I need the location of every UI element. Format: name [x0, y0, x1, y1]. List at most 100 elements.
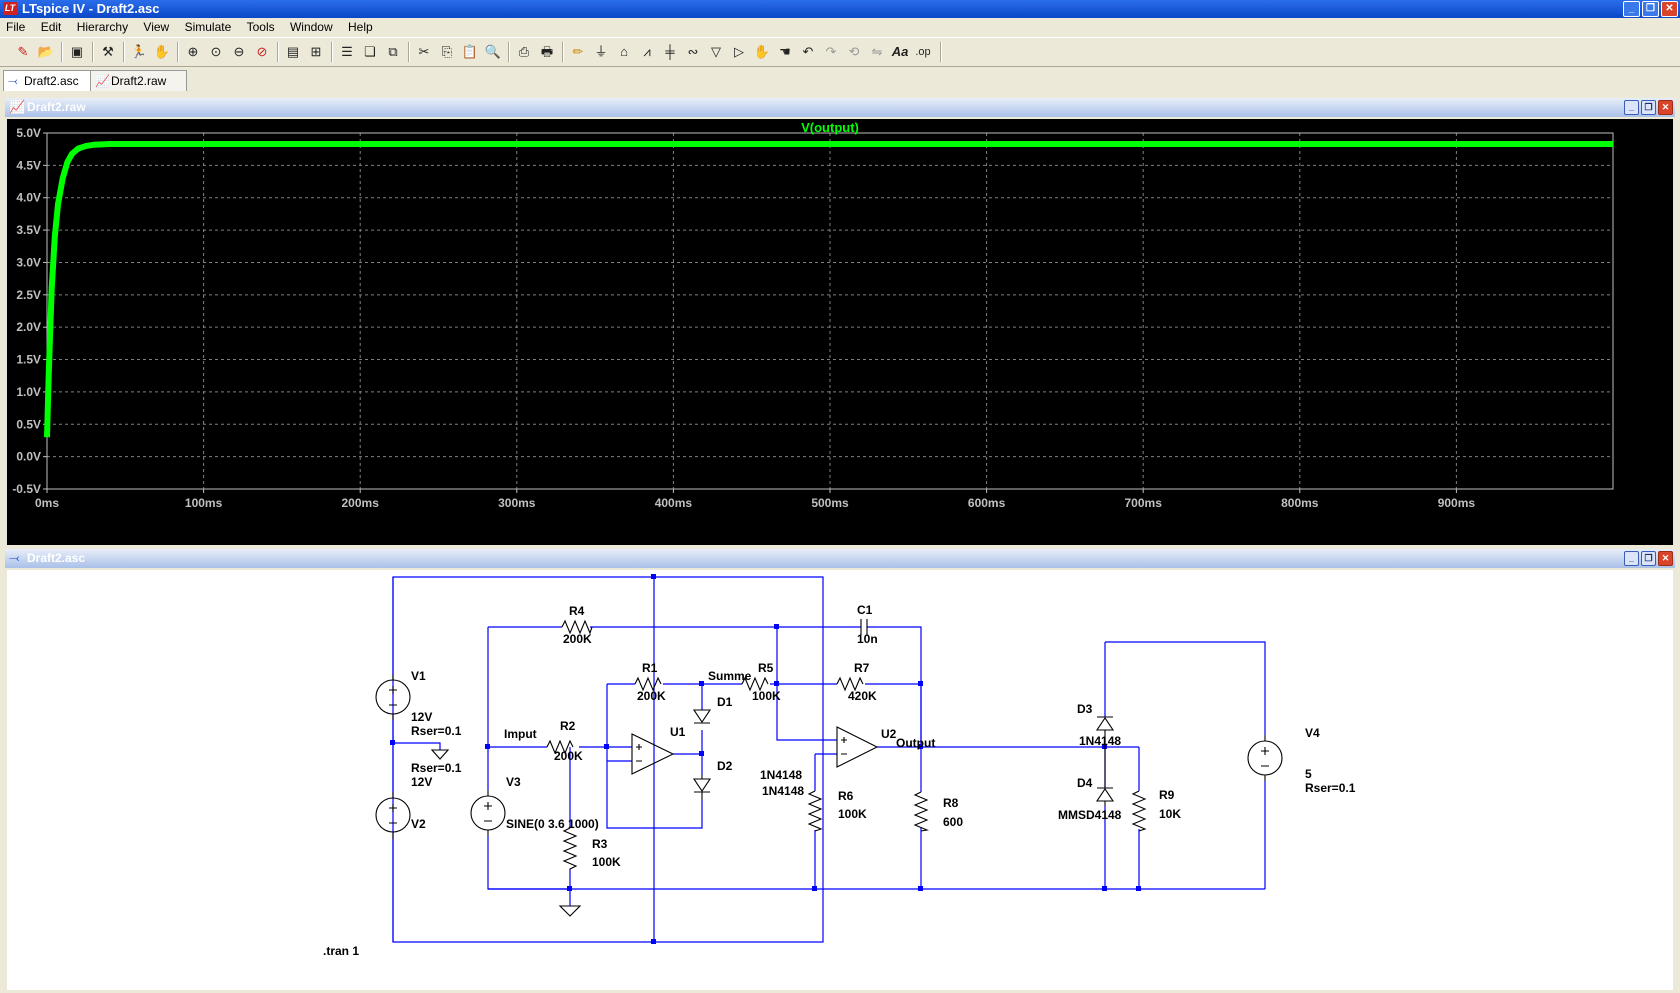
- label-v4[interactable]: V4: [1305, 726, 1320, 740]
- value-d2[interactable]: 1N4148: [762, 784, 804, 798]
- print-setup-icon[interactable]: ⎙: [518, 44, 530, 59]
- diode-icon[interactable]: ▽: [711, 44, 721, 59]
- label-r8[interactable]: R8: [943, 796, 959, 810]
- autorange-icon[interactable]: ▤: [286, 44, 300, 59]
- resistor-icon[interactable]: ⩘: [643, 44, 651, 59]
- menu-edit[interactable]: Edit: [40, 20, 62, 34]
- open-icon[interactable]: 📂: [37, 44, 55, 59]
- trace-label[interactable]: V(output): [801, 120, 859, 135]
- cascade-icon[interactable]: ❏: [364, 44, 376, 59]
- spice-directive[interactable]: .tran 1: [323, 944, 359, 958]
- value-r4[interactable]: 200K: [563, 632, 592, 646]
- value-r7[interactable]: 420K: [848, 689, 877, 703]
- plot-window-title-bar[interactable]: 📈 Draft2.raw _ ❐ ✕: [5, 98, 1675, 117]
- redo-icon[interactable]: ↷: [825, 44, 837, 59]
- value-v1[interactable]: 12V: [411, 710, 432, 724]
- capacitor-icon[interactable]: ╪: [665, 44, 675, 59]
- component-icon[interactable]: ▷: [734, 44, 744, 59]
- save-icon[interactable]: ▣: [70, 44, 84, 59]
- tab-schematic[interactable]: ⤙ Draft2.asc: [3, 70, 92, 91]
- value-d3[interactable]: 1N4148: [1079, 734, 1121, 748]
- value-r3[interactable]: 100K: [592, 855, 621, 869]
- rser-v2[interactable]: Rser=0.1: [411, 761, 462, 775]
- schematic-canvas[interactable]: R4 200K C1 10n R1 200K Summe R5 100K R7 …: [7, 570, 1673, 990]
- label-r9[interactable]: R9: [1159, 788, 1175, 802]
- minimize-icon[interactable]: _: [1624, 100, 1639, 115]
- find-icon[interactable]: 🔍: [484, 44, 502, 59]
- close-icon[interactable]: ✕: [1661, 1, 1678, 17]
- close-icon[interactable]: ✕: [1658, 551, 1673, 566]
- value-d1[interactable]: 1N4148: [760, 768, 802, 782]
- inductor-icon[interactable]: ∾: [687, 44, 699, 59]
- restore-icon[interactable]: ❐: [1641, 551, 1656, 566]
- plot-icon[interactable]: ⊞: [310, 44, 322, 59]
- mirror-icon[interactable]: ⇋: [871, 44, 883, 59]
- value-r6[interactable]: 100K: [838, 807, 867, 821]
- value-r8[interactable]: 600: [943, 815, 963, 829]
- text-icon[interactable]: Aa: [891, 44, 909, 59]
- label-r1[interactable]: R1: [642, 661, 658, 675]
- restore-icon[interactable]: ❐: [1641, 100, 1656, 115]
- control-panel-icon[interactable]: ⚒: [102, 44, 114, 59]
- rser-v4[interactable]: Rser=0.1: [1305, 781, 1356, 795]
- label-d2[interactable]: D2: [717, 759, 733, 773]
- label-icon[interactable]: ⌂: [620, 44, 628, 59]
- value-r1[interactable]: 200K: [637, 689, 666, 703]
- move-icon[interactable]: ✋: [753, 44, 771, 59]
- label-d4[interactable]: D4: [1077, 776, 1093, 790]
- net-summe[interactable]: Summe: [708, 669, 752, 683]
- label-r2[interactable]: R2: [560, 719, 576, 733]
- menu-tools[interactable]: Tools: [246, 20, 275, 34]
- run-icon[interactable]: 🏃: [130, 44, 148, 59]
- trace-v-output[interactable]: [44, 141, 1613, 438]
- restore-icon[interactable]: ❐: [1642, 1, 1659, 17]
- zoom-pan-icon[interactable]: ⊙: [210, 44, 222, 59]
- label-r4[interactable]: R4: [569, 604, 585, 618]
- label-r3[interactable]: R3: [592, 837, 608, 851]
- menu-window[interactable]: Window: [289, 20, 333, 34]
- tab-waveform[interactable]: 📈 Draft2.raw: [90, 70, 187, 91]
- cut-icon[interactable]: ✂: [418, 44, 430, 59]
- menu-file[interactable]: File: [6, 20, 26, 34]
- copy-icon[interactable]: ⎘: [441, 44, 453, 59]
- close-icon[interactable]: ✕: [1658, 100, 1673, 115]
- value-v4[interactable]: 5: [1305, 767, 1312, 781]
- label-v1[interactable]: V1: [411, 669, 426, 683]
- minimize-icon[interactable]: _: [1623, 1, 1640, 17]
- zoom-in-icon[interactable]: ⊕: [187, 44, 199, 59]
- label-r6[interactable]: R6: [838, 789, 854, 803]
- paste-icon[interactable]: 📋: [461, 44, 479, 59]
- label-c1[interactable]: C1: [857, 603, 873, 617]
- menu-view[interactable]: View: [143, 20, 170, 34]
- ground-icon[interactable]: ⏚: [594, 44, 608, 59]
- undo-icon[interactable]: ↶: [802, 44, 814, 59]
- label-r5[interactable]: R5: [758, 661, 774, 675]
- label-d1[interactable]: D1: [717, 695, 733, 709]
- label-v2[interactable]: V2: [411, 817, 426, 831]
- value-r9[interactable]: 10K: [1159, 807, 1181, 821]
- tile-horizontal-icon[interactable]: ☰: [341, 44, 353, 59]
- menu-help[interactable]: Help: [347, 20, 373, 34]
- menu-simulate[interactable]: Simulate: [184, 20, 232, 34]
- print-icon[interactable]: 🖶: [540, 44, 554, 59]
- menu-hierarchy[interactable]: Hierarchy: [76, 20, 129, 34]
- value-v2[interactable]: 12V: [411, 775, 432, 789]
- minimize-icon[interactable]: _: [1624, 551, 1639, 566]
- label-u2[interactable]: U2: [881, 727, 897, 741]
- rser-v1[interactable]: Rser=0.1: [411, 724, 462, 738]
- label-v3[interactable]: V3: [506, 775, 521, 789]
- spice-directive-icon[interactable]: .op: [915, 46, 931, 58]
- rotate-icon[interactable]: ⟲: [848, 44, 860, 59]
- app-title-bar[interactable]: LT LTspice IV - Draft2.asc _ ❐ ✕: [0, 0, 1680, 18]
- value-c1[interactable]: 10n: [857, 632, 878, 646]
- value-v3[interactable]: SINE(0 3.6 1000): [506, 817, 599, 831]
- new-schematic-icon[interactable]: ✎: [17, 44, 29, 59]
- schematic-window-title-bar[interactable]: ⤙ Draft2.asc _ ❐ ✕: [5, 549, 1675, 568]
- label-u1[interactable]: U1: [670, 725, 686, 739]
- net-imput[interactable]: Imput: [504, 727, 537, 741]
- drag-icon[interactable]: ☚: [779, 44, 791, 59]
- close-all-icon[interactable]: ⧉: [388, 44, 398, 59]
- label-d3[interactable]: D3: [1077, 702, 1093, 716]
- halt-icon[interactable]: ✋: [153, 44, 171, 59]
